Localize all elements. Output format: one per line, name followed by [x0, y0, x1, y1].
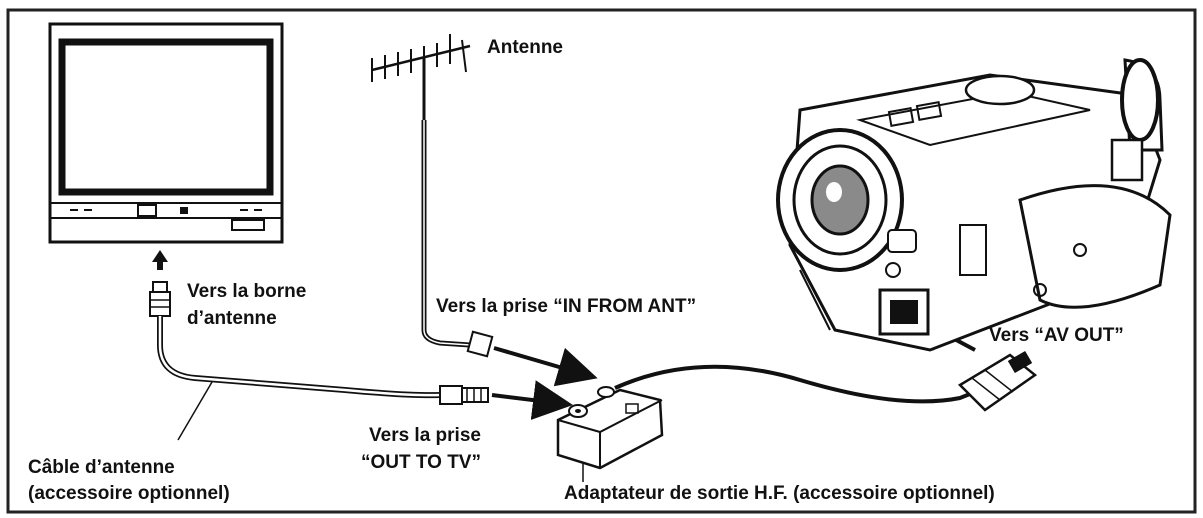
out-to-tv-label-line1: Vers la prise	[369, 425, 481, 446]
rf-adapter-label: Adaptateur de sortie H.F. (accessoire op…	[564, 483, 995, 504]
tv-terminal-label-line2: d’antenne	[187, 308, 277, 329]
up-arrow-icon	[152, 250, 168, 270]
television-icon	[48, 22, 284, 244]
tv-terminal-label-line1: Vers la borne	[187, 281, 307, 302]
antenna-cable-icon	[149, 281, 573, 441]
camcorder-icon	[776, 58, 1172, 352]
antenna-icon	[371, 34, 598, 387]
antenna-cable-label-line2: (accessoire optionnel)	[28, 483, 230, 504]
antenna-label: Antenne	[487, 37, 563, 58]
rf-adapter-icon	[556, 364, 976, 482]
diagram-border	[6, 8, 1197, 514]
av-out-label: Vers “AV OUT”	[989, 325, 1124, 346]
out-to-tv-label-line2: “OUT TO TV”	[361, 452, 481, 473]
antenna-cable-label-line1: Câble d’antenne	[28, 457, 175, 478]
in-from-ant-label: Vers la prise “IN FROM ANT”	[436, 296, 697, 317]
